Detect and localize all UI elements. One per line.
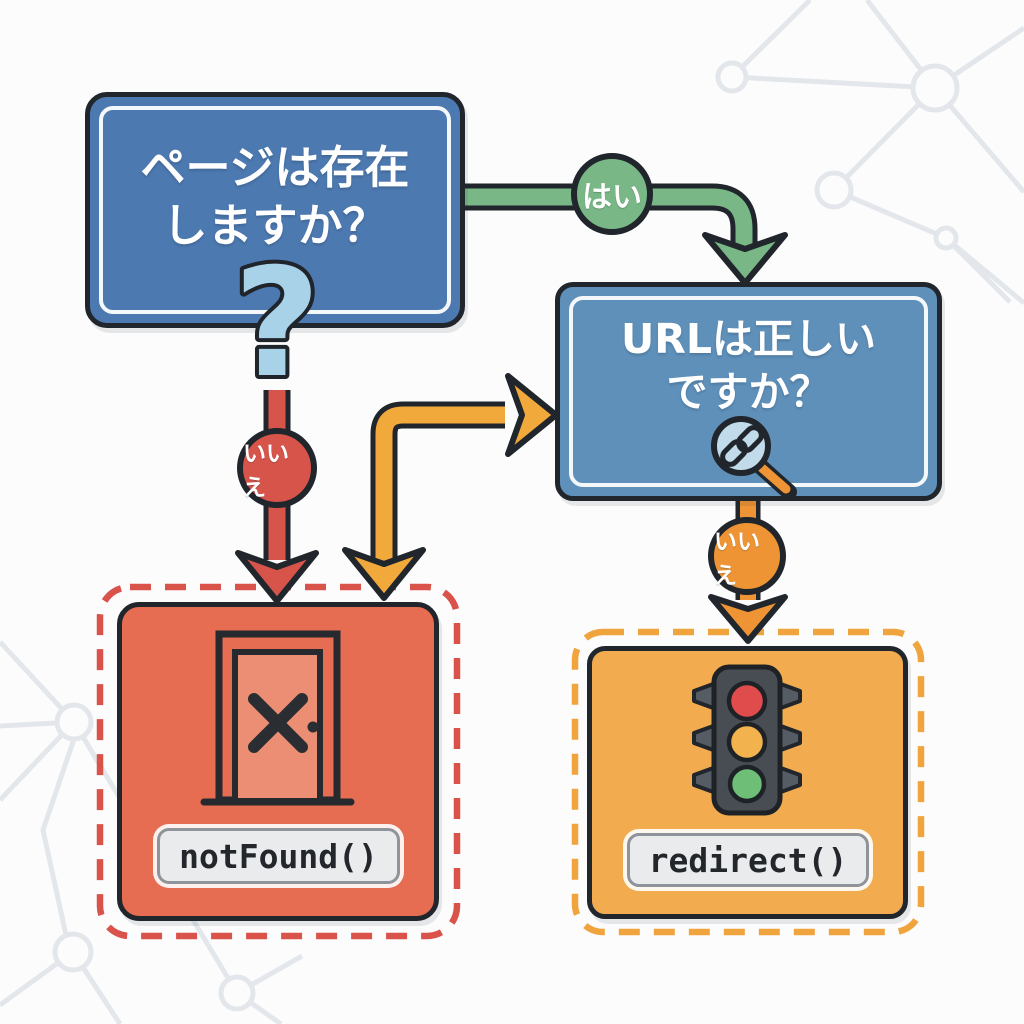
door-x-stroke-2 [248, 693, 308, 753]
edge-label-no-right: いいえ [708, 517, 786, 595]
edge-elbow-shaft [375, 406, 505, 562]
chain-link-2 [736, 425, 764, 453]
decision-page-exists-inner: ページは存在 しますか？ [99, 106, 451, 314]
network-node [910, 63, 960, 113]
edge-yes-arrowhead [702, 232, 788, 286]
edge-no-left-arrowhead [235, 550, 319, 604]
decision-page-exists-line1: ページは存在 [140, 141, 410, 195]
question-mark-icon: ? [233, 237, 320, 411]
edge-label-yes: はい [571, 153, 653, 235]
edge-elbow-down-arrowhead [342, 547, 426, 601]
traffic-light-tabs [692, 681, 802, 795]
network-node [715, 60, 749, 94]
decision-url-correct-line2: ですか？ [666, 367, 831, 416]
network-node [54, 702, 94, 742]
magnifier-link-icon [711, 416, 797, 500]
edge-elbow-right-arrowhead [505, 373, 559, 457]
door-handle-dot [307, 721, 319, 733]
traffic-light-icon [692, 664, 802, 816]
edge-no-right-arrowhead [708, 594, 788, 644]
redirect-code-pill: redirect() [627, 833, 869, 887]
magnifier-handle [757, 463, 791, 494]
decision-url-correct-inner: URLは正しい ですか？ [569, 296, 928, 487]
network-line [726, 0, 941, 91]
chain-link-1 [720, 439, 748, 467]
redirect-code-text: redirect() [648, 840, 848, 880]
edge-label-yes-text: はい [582, 180, 642, 215]
network-nodes [52, 60, 960, 1012]
door-with-x-icon [200, 630, 355, 806]
network-node [933, 225, 959, 251]
not-found-code-text: notFound() [179, 836, 378, 876]
not-found-code-pill: notFound() [157, 828, 400, 884]
edge-yes-arrow [455, 183, 788, 286]
traffic-light-amber [726, 721, 768, 763]
network-node [52, 931, 94, 973]
edge-label-no-left-text: いいえ [243, 441, 289, 501]
edge-label-no-left: いいえ [237, 428, 317, 508]
network-node [814, 170, 854, 210]
network-node [218, 974, 256, 1012]
edge-elbow-double-arrow [342, 373, 559, 601]
traffic-light-green [727, 764, 767, 804]
edge-yes-shaft [455, 188, 753, 248]
decision-url-correct: URLは正しい ですか？ [555, 282, 942, 501]
decision-url-correct-line1: URLは正しい [621, 315, 876, 364]
traffic-light-red [726, 680, 768, 722]
decision-page-exists-line2: しますか？ [162, 199, 388, 252]
network-line [829, 86, 1012, 304]
network-line [40, 738, 77, 936]
decision-page-exists: ページは存在 しますか？ [85, 92, 465, 328]
network-line [944, 236, 1024, 305]
edge-label-no-right-text: いいえ [714, 529, 760, 589]
